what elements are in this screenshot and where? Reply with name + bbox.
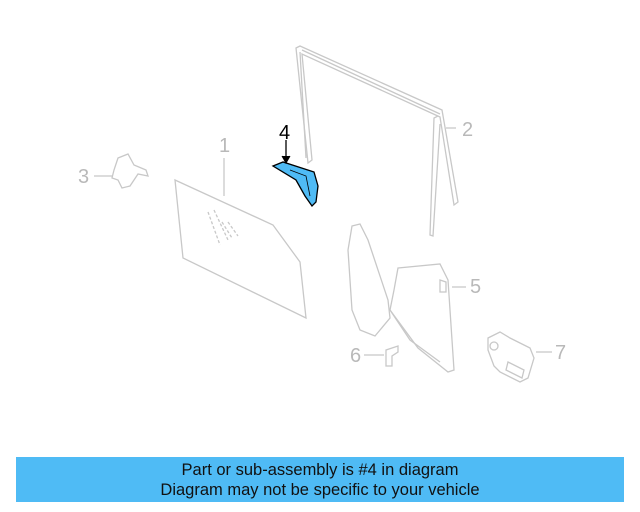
run-channel-part — [295, 45, 459, 237]
highlighted-part-4[interactable] — [271, 140, 319, 208]
callout-2: 2 — [462, 119, 474, 141]
clip-part — [385, 345, 399, 367]
glass-part — [174, 178, 307, 320]
callout-5: 5 — [470, 276, 482, 298]
callout-4[interactable]: 4 — [279, 122, 291, 144]
callout-1: 1 — [219, 135, 231, 157]
motor-part — [487, 331, 535, 383]
banner-line-2: Diagram may not be specific to your vehi… — [160, 480, 480, 499]
bracket-part — [111, 153, 149, 189]
banner-line-1: Part or sub-assembly is #4 in diagram — [181, 460, 459, 479]
callout-6: 6 — [350, 345, 362, 367]
callout-3: 3 — [78, 166, 90, 188]
regulator-part — [347, 223, 455, 373]
info-banner: Part or sub-assembly is #4 in diagram Di… — [16, 457, 624, 502]
callout-7: 7 — [555, 342, 567, 364]
